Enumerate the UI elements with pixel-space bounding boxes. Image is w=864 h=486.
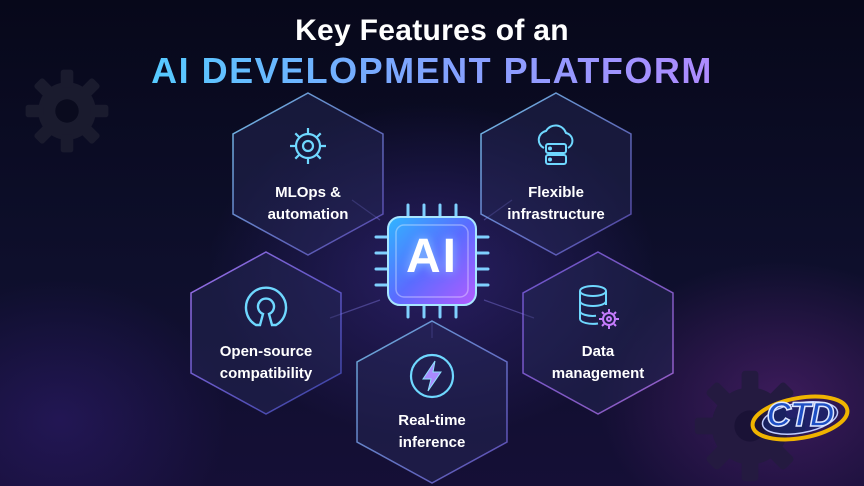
ai-chip-frame (374, 203, 490, 319)
feature-label-mlops: MLOps & automation (267, 184, 349, 223)
feature-hex-open-source: Open-source compatibility (188, 249, 344, 417)
hex-frame (480, 92, 632, 256)
ai-chip-label: AI (406, 230, 458, 283)
brand-logo-icon: CTD (748, 386, 852, 446)
cloud-server-icon (537, 124, 574, 165)
title-line-2: AI DEVELOPMENT PLATFORM (0, 50, 864, 92)
database-gear-icon (579, 285, 619, 329)
gear-icon (290, 128, 326, 164)
hex-frame (522, 251, 674, 415)
hex-frame (356, 320, 508, 484)
title-line-1: Key Features of an (295, 14, 569, 47)
open-source-icon (244, 286, 288, 327)
feature-label-open-source: Open-source compatibility (219, 343, 313, 382)
logo-text: CTD (766, 395, 835, 435)
background-gear-icon (25, 69, 109, 153)
feature-hex-real-time-inference: Real-time inference (354, 318, 510, 486)
feature-hex-data-management: Data management (520, 249, 676, 417)
lightning-icon (409, 353, 455, 399)
feature-label-real-time-inference: Real-time inference (398, 412, 466, 451)
feature-label-data-management: Data management (551, 343, 645, 382)
logo-swoosh (750, 394, 850, 442)
ai-chip-icon: AI (372, 201, 492, 321)
hex-frame (232, 92, 384, 256)
hex-frame (190, 251, 342, 415)
feature-hex-mlops: MLOps & automation (230, 90, 386, 258)
feature-label-infrastructure: Flexible infrastructure (507, 184, 605, 223)
feature-hex-infrastructure: Flexible infrastructure (478, 90, 634, 258)
